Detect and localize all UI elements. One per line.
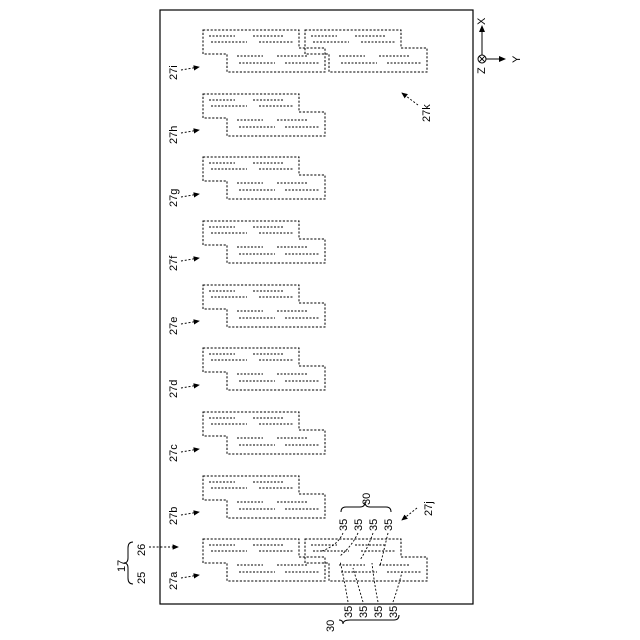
module-27e xyxy=(203,285,325,327)
label-group-27k: 27k xyxy=(402,93,433,122)
label-group-27i: 27i xyxy=(168,65,199,80)
module-label-27a: 27a xyxy=(168,571,180,590)
ref-35-lower-1: 35 xyxy=(343,606,355,618)
ref-30-upper-label: 30 xyxy=(361,493,373,505)
ref-17-label: 17 xyxy=(116,560,128,572)
module-label-27g: 27g xyxy=(168,189,180,207)
ref-35-lower-4: 35 xyxy=(388,606,400,618)
ref-35-lower-3: 35 xyxy=(373,606,385,618)
label-group-27f: 27f xyxy=(168,255,199,271)
module-27j xyxy=(305,539,427,581)
module-27i xyxy=(203,30,325,72)
module-27b xyxy=(203,476,325,518)
module-27d xyxy=(203,348,325,390)
ref-25-label: 25 xyxy=(136,572,148,584)
module-label-27b: 27b xyxy=(168,507,180,525)
module-27a xyxy=(203,539,325,581)
ref-35-upper-4: 35 xyxy=(383,519,395,531)
axis-x-label: X xyxy=(476,17,488,25)
axis-indicator: X Y Z xyxy=(476,17,523,74)
label-group-27e: 27e xyxy=(168,317,199,335)
ref-35-lower-2: 35 xyxy=(358,606,370,618)
module-27c xyxy=(203,412,325,454)
module-27f xyxy=(203,221,325,263)
module-label-27k: 27k xyxy=(421,104,433,122)
ref-35-upper-1: 35 xyxy=(338,519,350,531)
module-27g xyxy=(203,157,325,199)
label-group-27g: 27g xyxy=(168,189,199,207)
axis-y-label: Y xyxy=(511,55,523,63)
ref-30-upper-group: 30 35 35 35 35 xyxy=(322,493,395,566)
label-group-27h: 27h xyxy=(168,126,199,144)
module-27k xyxy=(305,30,427,72)
label-group-27j: 27j xyxy=(402,501,435,520)
ref-35-upper-3: 35 xyxy=(368,519,380,531)
module-label-27f: 27f xyxy=(168,255,180,271)
module-27h xyxy=(203,94,325,136)
label-group-27a: 27a xyxy=(168,571,199,590)
module-label-27j: 27j xyxy=(423,501,435,516)
module-label-27c: 27c xyxy=(168,444,180,462)
module-label-27i: 27i xyxy=(168,65,180,80)
label-group-27d: 27d xyxy=(168,380,199,398)
ref-26-label: 26 xyxy=(136,544,148,556)
label-group-27b: 27b xyxy=(168,507,199,525)
ref-30-lower-label: 30 xyxy=(325,620,337,632)
axis-z-label: Z xyxy=(476,67,488,74)
module-label-27d: 27d xyxy=(168,380,180,398)
module-label-27e: 27e xyxy=(168,317,180,335)
module-label-27h: 27h xyxy=(168,126,180,144)
ref-35-upper-2: 35 xyxy=(353,519,365,531)
label-group-27c: 27c xyxy=(168,444,199,462)
